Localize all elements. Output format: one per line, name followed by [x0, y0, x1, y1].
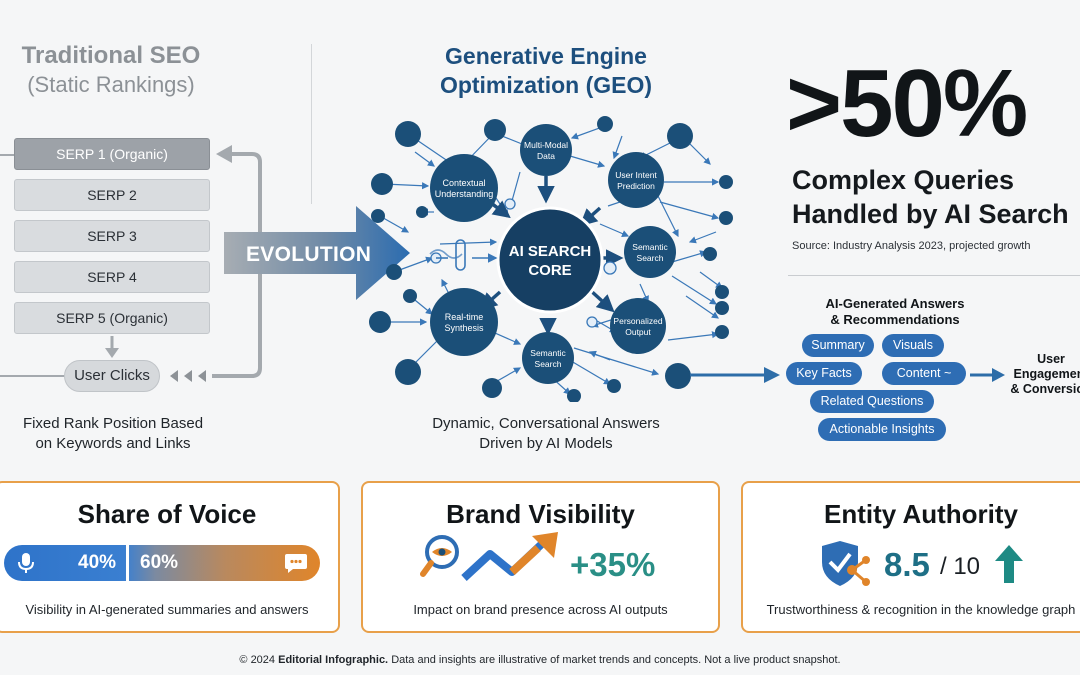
shield-network-icon: [822, 541, 870, 586]
node-real-time-synthesis: Real-time Synthesis: [444, 312, 484, 333]
engagement-label: User Engagement & Conversion: [1010, 352, 1080, 396]
serp-item-2: SERP 2: [14, 179, 210, 211]
microphone-icon: [18, 553, 34, 573]
footer-text: Data and insights are illustrative of ma…: [391, 654, 841, 666]
node-personalized-output: Personalized Output: [613, 316, 663, 337]
answer-pill-actionable-insights: Actionable Insights: [818, 418, 946, 441]
brand-visibility-title: Brand Visibility: [446, 499, 635, 529]
up-arrow-icon: [995, 545, 1023, 583]
entity-authority-value: 8.5: [884, 546, 930, 583]
share-of-voice-left-value: 40%: [78, 552, 117, 573]
answers-title-line1: AI-Generated Answers: [825, 296, 965, 311]
stat-description-line1: Complex Queries: [792, 165, 1015, 195]
card-brand-visibility: Brand Visibility Impact on brand presenc…: [361, 481, 720, 633]
stat-divider: [788, 275, 1080, 276]
brand-visibility-caption: Impact on brand presence across AI outpu…: [413, 602, 668, 617]
geo-title-line1: Generative Engine: [445, 43, 647, 69]
stat-description-line2: Handled by AI Search: [792, 199, 1069, 229]
card-entity-authority: Entity Authority Trustworthiness & recog…: [741, 481, 1080, 633]
traditional-caption-line1: Fixed Rank Position Based: [22, 415, 204, 432]
node-multi-modal-data: Multi-Modal Data: [524, 140, 568, 161]
network-to-answers-arrow: [690, 367, 780, 383]
evolution-arrow: [224, 206, 410, 300]
geo-caption-line1: Dynamic, Conversational Answers: [432, 415, 660, 432]
ai-search-core-label: AI SEARCH CORE: [508, 243, 592, 279]
footer-brand: Editorial Infographic.: [278, 654, 389, 666]
stat-description: Complex Queries Handled by AI Search: [792, 163, 1069, 231]
user-clicks-pill: User Clicks: [64, 360, 160, 392]
footer-prefix: © 2024: [239, 654, 276, 666]
chat-bubble-icon: [285, 554, 307, 573]
entity-authority-caption: Trustworthiness & recognition in the kno…: [766, 602, 1076, 617]
node-semantic-search-bottom: Semantic Search: [530, 348, 566, 369]
serp-item-4: SERP 4: [14, 261, 210, 293]
traditional-seo-subtitle: (Static Rankings): [27, 72, 195, 97]
brand-visibility-value: +35%: [570, 546, 656, 583]
share-of-voice-split: [126, 545, 129, 581]
answer-pill-visuals: Visuals: [882, 334, 944, 357]
geo-title: Generative Engine Optimization (GEO): [396, 42, 696, 100]
serp-item-1: SERP 1 (Organic): [14, 138, 210, 170]
serp-item-5: SERP 5 (Organic): [14, 302, 210, 334]
magnifier-trend-icon: [420, 532, 558, 581]
share-of-voice-bar: 40% 60%: [4, 545, 320, 581]
column-divider: [311, 44, 312, 204]
share-of-voice-right-value: 60%: [140, 552, 179, 573]
serp-item-3: SERP 3: [14, 220, 210, 252]
share-of-voice-caption: Visibility in AI-generated summaries and…: [25, 602, 309, 617]
geo-title-line2: Optimization (GEO): [439, 72, 653, 98]
answer-pill-key-facts: Key Facts: [786, 362, 862, 385]
geo-caption: Dynamic, Conversational Answers Driven b…: [396, 414, 696, 454]
node-semantic-search-right: Semantic Search: [632, 242, 668, 263]
geo-caption-line2: Driven by AI Models: [479, 435, 613, 452]
share-of-voice-title: Share of Voice: [77, 499, 257, 529]
big-stat-value: >50%: [786, 50, 1028, 157]
entity-authority-scale: / 10: [940, 553, 981, 580]
footer: © 2024 Editorial Infographic. Data and i…: [0, 654, 1080, 666]
answers-title-line2: & Recommendations: [830, 312, 960, 327]
answers-title: AI-Generated Answers & Recommendations: [800, 296, 990, 328]
entity-authority-title: Entity Authority: [823, 499, 1019, 529]
evolution-label: EVOLUTION: [246, 243, 372, 266]
answers-to-engagement-arrow: [970, 368, 1005, 382]
node-user-intent-prediction: User Intent Prediction: [615, 170, 657, 191]
traditional-caption-line2: on Keywords and Links: [35, 435, 191, 452]
answer-pill-content: Content ~: [882, 362, 966, 385]
network-labels: Contextual Understanding Multi-Modal Dat…: [360, 112, 790, 402]
ai-search-network: [369, 116, 733, 402]
stat-source: Source: Industry Analysis 2023, projecte…: [792, 240, 1031, 252]
traditional-seo-title: Traditional SEO: [21, 42, 201, 69]
traditional-caption: Fixed Rank Position Based on Keywords an…: [0, 414, 226, 454]
node-contextual-understanding: Contextual Understanding: [434, 178, 494, 199]
answer-pill-summary: Summary: [802, 334, 874, 357]
answer-pill-related-questions: Related Questions: [810, 390, 934, 413]
